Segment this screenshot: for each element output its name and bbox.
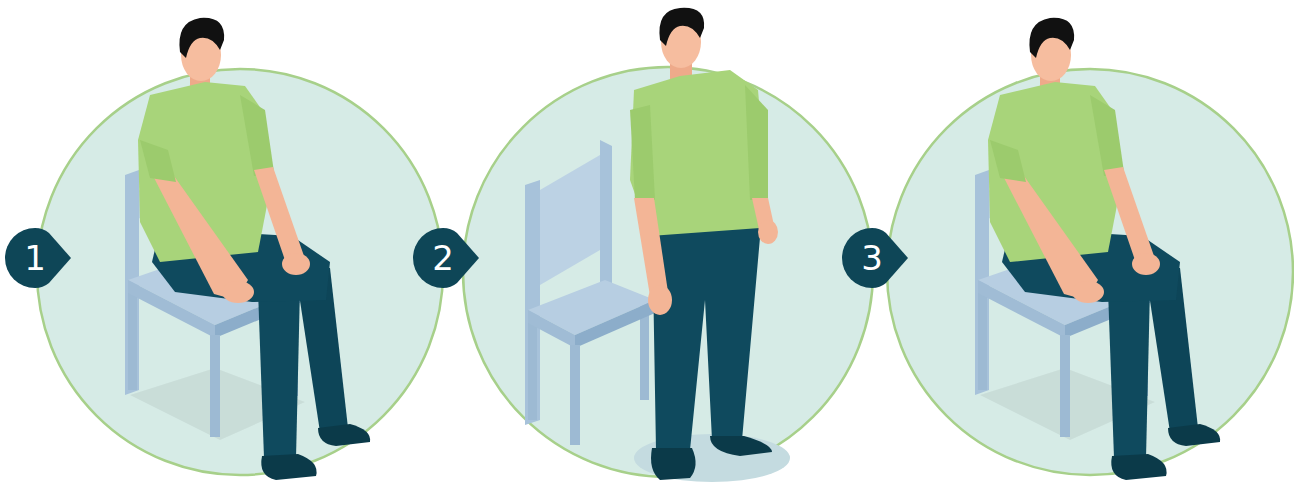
chair-backrest [540,155,600,285]
step-marker: 3 [842,228,910,288]
seated-person [975,18,1220,480]
shoe [710,436,772,456]
chair-leg [570,345,580,445]
chair-post [525,180,540,425]
marker-outline [5,228,71,288]
step-marker: 1 [5,228,73,288]
marker-outline [413,228,479,288]
marker-outline [842,228,908,288]
hand [758,220,778,244]
callout-number: 2 [413,241,473,275]
sleeve [745,85,768,200]
callout-number: 3 [842,241,902,275]
chair-seat-edge [575,300,655,348]
seated-person [125,18,370,480]
step-circle [463,67,873,477]
arm [634,198,668,296]
sleeve [630,105,655,200]
chair-seat-edge [528,310,575,348]
hair [659,8,704,46]
standing-person [525,8,790,482]
chair-leg [528,318,537,420]
trousers [652,215,762,450]
shoe [651,448,696,480]
callout-number: 1 [5,241,65,275]
hand [648,285,672,315]
step-marker: 2 [413,228,481,288]
